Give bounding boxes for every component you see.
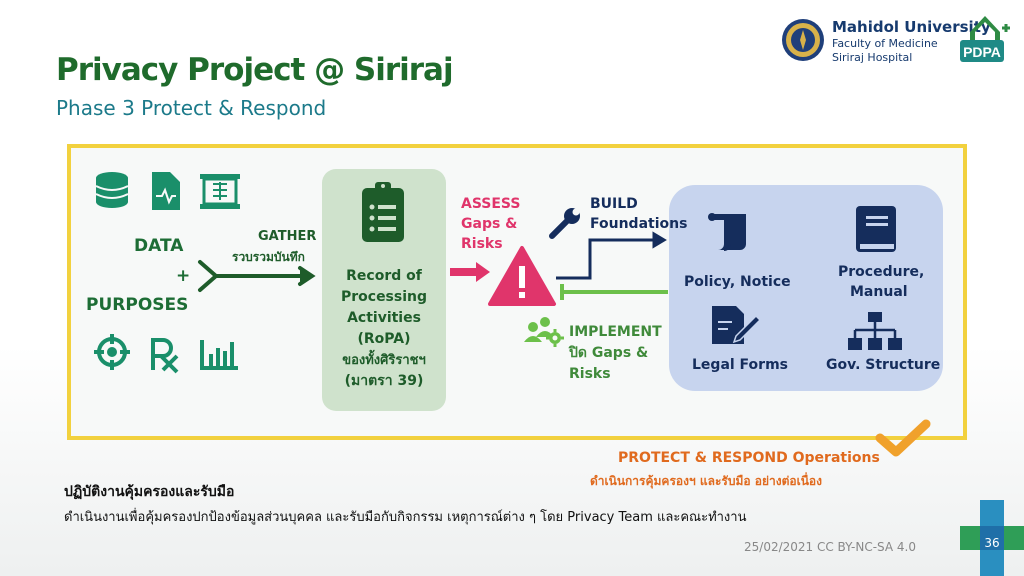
checkmark-icon	[875, 419, 931, 457]
implement-line: IMPLEMENT	[569, 324, 662, 340]
build-label: BUILD Foundations	[590, 194, 687, 234]
ropa-line: Processing	[340, 289, 428, 305]
org-chart-icon	[848, 312, 902, 350]
prescription-rx-icon	[151, 338, 179, 374]
section-heading: ปฏิบัติงานคุ้มครองและรับมือ	[64, 484, 235, 500]
assess-line: ASSESS	[461, 196, 521, 212]
manual-book-icon	[856, 206, 896, 252]
manual-label: Manual	[850, 284, 908, 300]
section-description: ดำเนินงานเพื่อคุ้มครองปกป้องข้อมูลส่วนบุ…	[64, 510, 747, 525]
page-cross-decoration	[960, 500, 1024, 576]
page-title: Privacy Project @ Siriraj	[56, 52, 454, 88]
legal-form-pen-icon	[712, 306, 762, 344]
university-name: Mahidol University Faculty of Medicine S…	[832, 18, 991, 65]
ropa-line: (RoPA)	[357, 331, 411, 347]
warning-triangle-icon	[488, 246, 556, 306]
pdpa-badge-text: PDPA	[963, 44, 1001, 60]
legal-forms-label: Legal Forms	[692, 357, 788, 373]
build-arrow	[556, 231, 667, 280]
policy-notice-label: Policy, Notice	[684, 274, 791, 290]
implement-line: Risks	[569, 366, 611, 382]
gather-thai-label: รวบรวมบันทึก	[232, 250, 305, 264]
clipboard-list-icon	[362, 182, 404, 242]
build-line: BUILD	[590, 196, 638, 212]
faculty-label: Faculty of Medicine	[832, 37, 938, 50]
mahidol-seal-logo	[782, 19, 824, 61]
target-crosshair-icon	[94, 334, 130, 370]
plus-label: +	[176, 266, 191, 286]
wrench-icon	[549, 208, 580, 239]
footer-date-license: 25/02/2021 CC BY-NC-SA 4.0	[744, 540, 916, 554]
university-label: Mahidol University	[832, 18, 991, 36]
assess-label: ASSESS Gaps & Risks	[461, 194, 520, 254]
ropa-line: Record of	[346, 268, 422, 284]
gov-structure-label: Gov. Structure	[826, 357, 941, 373]
ropa-line: Activities	[347, 310, 421, 326]
team-gear-icon	[524, 317, 564, 347]
hospital-label: Siriraj Hospital	[832, 51, 913, 64]
implement-label: IMPLEMENT ปิด Gaps & Risks	[569, 322, 662, 385]
data-label: DATA	[134, 236, 184, 256]
page-subtitle: Phase 3 Protect & Respond	[56, 96, 327, 120]
assess-arrow	[450, 262, 490, 282]
ropa-text: Record of Processing Activities (RoPA) ข…	[322, 266, 446, 392]
assess-line: Risks	[461, 236, 503, 252]
scroll-register-icon	[200, 174, 240, 209]
implement-line: ปิด Gaps &	[569, 345, 649, 361]
gather-label: GATHER	[258, 229, 317, 244]
bar-chart-icon	[200, 340, 238, 370]
ropa-line: (มาตรา 39)	[344, 373, 424, 389]
page-number: 36	[984, 536, 1000, 550]
medical-file-icon	[152, 172, 180, 210]
pdpa-house-logo: PDPA	[960, 16, 1010, 62]
scroll-document-icon	[708, 213, 746, 251]
database-icon	[95, 172, 129, 208]
assess-line: Gaps &	[461, 216, 518, 232]
gather-arrow	[198, 260, 316, 292]
procedure-label: Procedure,	[838, 264, 925, 280]
operations-thai-label: ดำเนินการคุ้มครองฯ และรับมือ อย่างต่อเนื…	[590, 474, 822, 488]
purposes-label: PURPOSES	[86, 295, 189, 315]
ropa-line: ของทั้งศิริราชฯ	[342, 353, 426, 368]
build-line: Foundations	[590, 216, 688, 232]
implement-arrow	[560, 284, 668, 300]
operations-label: PROTECT & RESPOND Operations	[618, 450, 880, 466]
